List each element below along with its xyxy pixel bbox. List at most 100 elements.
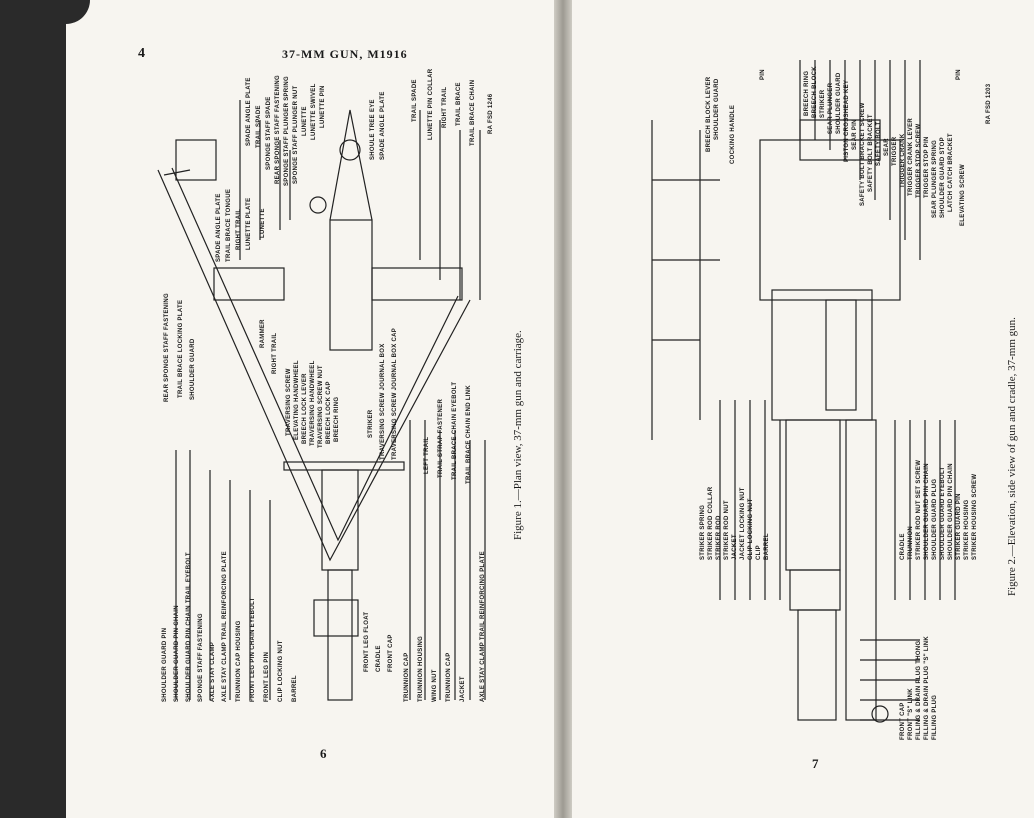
- label: STRIKER ROD COLLAR: [708, 486, 714, 560]
- label: SHOULDER GUARD PIN CHAIN: [174, 605, 180, 702]
- page-number: 4: [138, 46, 145, 61]
- label: TRUNNION CAP HOUSING: [236, 620, 242, 702]
- label: STRIKER ROD NUT SET SCREW: [916, 459, 922, 560]
- label: TRUNNION: [908, 525, 914, 560]
- label: BREECH LOCK CAP: [326, 381, 332, 444]
- label: AXLE STAY CLAMP TRAIL REINFORCING PLATE: [222, 551, 228, 702]
- label: SEAR PLUNGER: [828, 82, 834, 134]
- label: SEAR PLUNGER SPRING: [932, 139, 938, 218]
- label: SPONGE STAFF FASTENING: [198, 613, 204, 702]
- label: RAMMER: [260, 319, 266, 348]
- folio-right: 7: [812, 756, 819, 771]
- label: CRADLE: [900, 533, 906, 560]
- label: BREECH RING: [804, 70, 810, 116]
- label: FRONT CAP: [900, 702, 906, 740]
- label: FRONT LEG PIN CHAIN EYEBOLT: [250, 597, 256, 702]
- label: TRAIL BRACE LOCKING PLATE: [178, 299, 184, 398]
- label: RIGHT TRAIL: [236, 208, 242, 250]
- label: LUNETTE PIN COLLAR: [428, 68, 434, 140]
- label: SPONGE STAFF SPADE: [266, 96, 272, 170]
- label: SPONGE STAFF PLUNGER NUT: [293, 85, 299, 184]
- label: REAR SPONGE STAFF FASTENING: [275, 75, 281, 184]
- label: PIN: [956, 69, 962, 80]
- label: TRAIL BRACE: [456, 82, 462, 126]
- label: TRAVERSING SCREW JOURNAL BOX CAP: [392, 327, 398, 460]
- label: FRONT CAP: [388, 634, 394, 672]
- label: TRUNNION CAP: [404, 652, 410, 702]
- right-page: [572, 0, 1034, 818]
- label: TRAIL BRACE CHAIN: [470, 79, 476, 146]
- label: SPADE ANGLE PLATE: [216, 193, 222, 262]
- label: LUNETTE PLATE: [246, 197, 252, 250]
- running-title: 37-MM GUN, M1916: [282, 47, 408, 61]
- label: REAR SPONGE STAFF FASTENING: [164, 293, 170, 402]
- label: TRAVERSING HANDWHEEL: [310, 360, 316, 446]
- label: SHOULDER GUARD STOP: [940, 137, 946, 218]
- label: WING NUT: [432, 669, 438, 702]
- label: CRADLE: [376, 645, 382, 672]
- label: PIN: [760, 69, 766, 80]
- label: FRONT LEG FLOAT: [364, 611, 370, 672]
- label: FILLING & DRAIN PLUG THONG: [916, 640, 922, 740]
- label: TRAVERSING SCREW JOURNAL BOX: [380, 343, 386, 460]
- label: SHOULDER GUARD PIN: [162, 627, 168, 702]
- label: TRAIL SPADE: [256, 105, 262, 148]
- label: TRIGGER CRANK LEVER: [908, 117, 914, 196]
- label: SHOULDER GUARD PIN CHAIN: [948, 463, 954, 560]
- label: JACKET: [460, 676, 466, 702]
- label: STRIKER ROD: [716, 515, 722, 560]
- label: FRONT LEG PIN: [264, 651, 270, 702]
- label: TRAIL STRAP FASTENER: [438, 398, 444, 478]
- label: LUNETTE: [302, 106, 308, 136]
- label: COCKING HANDLE: [730, 104, 736, 164]
- figure-2-elevation-view: [651, 60, 956, 723]
- left-page: [66, 0, 554, 818]
- label: TRUNNION CAP: [446, 652, 452, 702]
- label: JACKET: [732, 534, 738, 560]
- label: SEAR: [884, 138, 890, 156]
- label: ELEVATING HANDWHEEL: [294, 360, 300, 440]
- label: STRIKER HOUSING: [964, 499, 970, 560]
- label: TRIGGER: [892, 136, 898, 166]
- label: STRIKER: [368, 409, 374, 438]
- label: TRAIL SPADE: [412, 79, 418, 122]
- label: LATCH CATCH BRACKET: [948, 133, 954, 212]
- label: LUNETTE: [260, 208, 266, 238]
- label: SPADE ANGLE PLATE: [246, 77, 252, 146]
- label: SAFETY BOLT BRACKET SCREW: [860, 102, 866, 206]
- label: AXLE STAY CLAMP TRAIL REINFORCING PLATE: [480, 551, 486, 702]
- label: TRIGGER CRANK: [900, 133, 906, 188]
- label: SHOULDER GUARD EYEBOLT: [940, 466, 946, 561]
- label: BREECH RING: [334, 396, 340, 442]
- label: STRIKER: [820, 89, 826, 118]
- label: SHOULDER GUARD PLUG: [932, 478, 938, 560]
- label: FRONT "S" LINK: [908, 688, 914, 740]
- label: LUNETTE PIN: [320, 85, 326, 128]
- label: TRIGGER STOP PIN: [924, 136, 930, 198]
- label: FILLING & DRAIN PLUG "S" LINK: [924, 635, 930, 740]
- label: BARREL: [292, 675, 298, 702]
- figure-1-caption: Figure 1.—Plan view, 37-mm gun and carri…: [512, 330, 524, 540]
- label: ELEVATING SCREW: [960, 164, 966, 226]
- label: PISTON CROSSHEAD KEY: [844, 79, 850, 162]
- label: TRAVERSING SCREW NUT: [318, 365, 324, 448]
- label: CLIP LOCKING NUT: [748, 498, 754, 560]
- label: TRAIL BRACE CHAIN EYEBOLT: [452, 381, 458, 480]
- label: LUNETTE SWIVEL: [311, 83, 317, 140]
- figure-2-caption: Figure 2.—Elevation, side view of gun an…: [1006, 317, 1018, 596]
- label: SAFETY BOLT BRACKET: [868, 114, 874, 192]
- book-gutter: [554, 0, 572, 818]
- label: SPONGE STAFF PLUNGER SPRING: [284, 76, 290, 186]
- label: TRAVERSING SCREW: [286, 368, 292, 436]
- label: STRIKER GUARD PIN: [956, 493, 962, 560]
- label: SHOULDER GUARD: [190, 338, 196, 400]
- label: CLIP LOCKING NUT: [278, 640, 284, 702]
- label: RIGHT TRAIL: [442, 86, 448, 128]
- label: SHOULE TREE EYE: [370, 99, 376, 160]
- label: SHOULDER GUARD PIN CHAIN: [924, 463, 930, 560]
- label: STRIKER HOUSING SCREW: [972, 473, 978, 560]
- label: RIGHT TRAIL: [272, 332, 278, 374]
- label: BREECH BLOCK LEVER: [706, 76, 712, 152]
